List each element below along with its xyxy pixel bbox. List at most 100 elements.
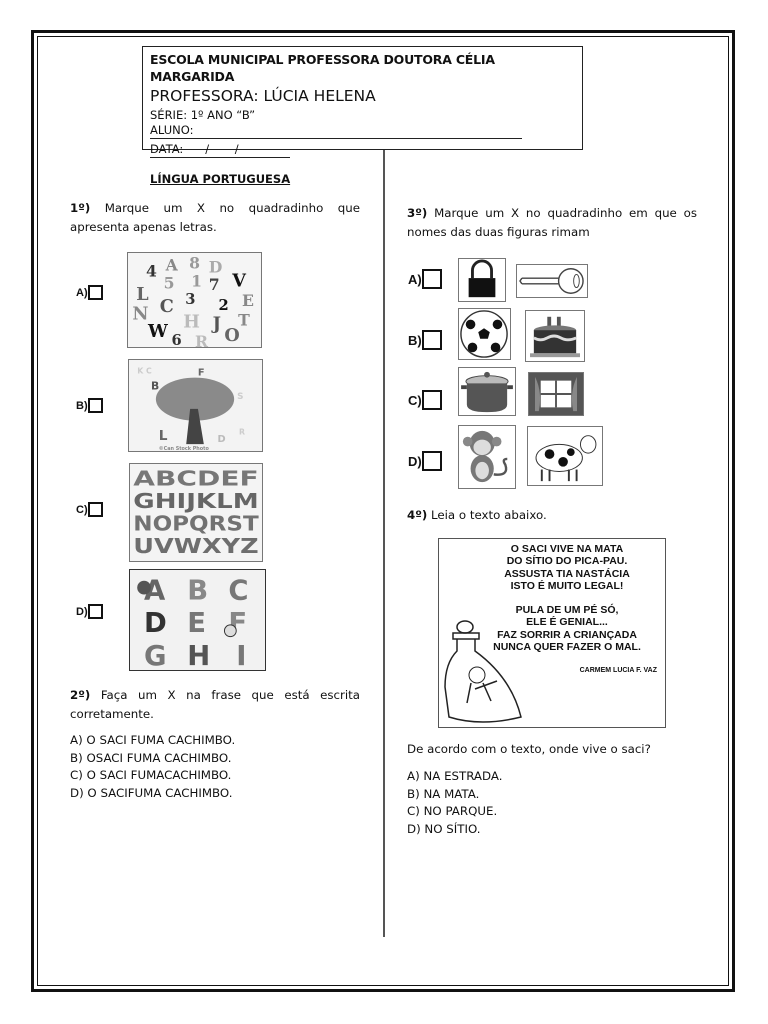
svg-text:NOPQRST: NOPQRST	[133, 512, 258, 536]
checkbox[interactable]	[421, 451, 442, 471]
svg-text:D: D	[218, 434, 226, 445]
option-label: D)	[76, 605, 88, 618]
checkbox[interactable]	[87, 285, 103, 300]
student-name-field[interactable]: ALUNO:	[150, 123, 522, 139]
q1-option-d[interactable]: D)	[76, 604, 103, 619]
option-label: C)	[76, 503, 88, 516]
svg-text:©Can Stock Photo: ©Can Stock Photo	[159, 446, 210, 451]
option-label: D)	[408, 453, 422, 469]
svg-text:F: F	[198, 368, 205, 379]
poem-stanza-1: O SACI VIVE NA MATA DO SÍTIO DO PICA-PAU…	[469, 543, 665, 592]
poem-box: O SACI VIVE NA MATA DO SÍTIO DO PICA-PAU…	[438, 538, 666, 728]
page-border-inner	[37, 36, 729, 986]
svg-text:A: A	[165, 256, 179, 275]
saci-in-bottle-illustration	[444, 620, 522, 723]
svg-text:L: L	[159, 428, 168, 444]
q2-option-d[interactable]: D) O SACIFUMA CACHIMBO.	[70, 785, 233, 800]
date-field[interactable]: DATA: / /	[150, 142, 290, 158]
q4-question: De acordo com o texto, onde vive o saci?	[407, 742, 651, 756]
mixed-letters-numbers-image: 4 A 8 D 5 1 7 V L C 3 2 E N H J T W 6 R …	[127, 252, 262, 348]
checkbox[interactable]	[421, 390, 442, 410]
poem-stanza-2: PULA DE UM PÉ SÓ, ELE É GENIAL... FAZ SO…	[469, 604, 665, 653]
q3-option-b[interactable]: B)	[408, 330, 442, 350]
q2-text-line1: Faça um X na frase que está escrita	[100, 688, 360, 702]
svg-text:5: 5	[164, 273, 175, 292]
svg-text:C: C	[228, 575, 248, 606]
svg-text:S: S	[237, 392, 243, 402]
svg-text:2: 2	[218, 297, 228, 314]
svg-text:UVWXYZ: UVWXYZ	[133, 534, 258, 558]
svg-text:B: B	[151, 379, 159, 392]
option-label: B)	[76, 399, 88, 412]
svg-text:8: 8	[189, 254, 200, 273]
q2-text-line2: corretamente.	[70, 707, 154, 721]
school-name: ESCOLA MUNICIPAL PROFESSORA DOUTORA CÉLI…	[150, 52, 495, 84]
svg-text:E: E	[242, 291, 254, 310]
svg-text:3: 3	[185, 291, 195, 308]
svg-text:N: N	[132, 304, 148, 325]
q3-option-d[interactable]: D)	[408, 451, 442, 471]
svg-text:D: D	[209, 258, 223, 277]
q4-text: Leia o texto abaixo.	[431, 508, 547, 522]
svg-text:ABCDEF: ABCDEF	[133, 467, 258, 491]
q1-option-a[interactable]: A)	[76, 285, 103, 300]
header-box: ESCOLA MUNICIPAL PROFESSORA DOUTORA CÉLI…	[142, 46, 583, 158]
q1-option-c[interactable]: C)	[76, 502, 103, 517]
poem-line: PULA DE UM PÉ SÓ,	[515, 604, 619, 617]
cow-image	[527, 426, 603, 486]
svg-text:6: 6	[171, 332, 181, 347]
checkbox[interactable]	[421, 269, 442, 289]
q2-options: A) O SACI FUMA CACHIMBO. B) OSACI FUMA C…	[70, 732, 235, 802]
q1-option-b[interactable]: B)	[76, 398, 103, 413]
letter-tree-image: B F L D K C S R ©Can Stock Photo	[128, 359, 263, 452]
q3-option-a[interactable]: A)	[408, 269, 442, 289]
poem-line: DO SÍTIO DO PICA-PAU.	[506, 555, 628, 568]
cooking-pot-image	[458, 367, 516, 416]
monkey-image	[458, 425, 516, 489]
poem-line: FAZ SORRIR A CRIANÇADA	[497, 628, 637, 641]
checkbox[interactable]	[87, 502, 103, 517]
poem-author: CARMEM LUCIA F. VAZ	[579, 667, 657, 674]
window-image	[528, 372, 584, 416]
svg-text:7: 7	[209, 275, 220, 294]
q4-number: 4º)	[407, 508, 428, 522]
subject-title: LÍNGUA PORTUGUESA	[150, 172, 291, 186]
svg-text:GHIJKLM: GHIJKLM	[133, 489, 258, 513]
poem-line: O SACI VIVE NA MATA	[510, 543, 624, 555]
checkbox[interactable]	[87, 398, 103, 413]
q4-option-a[interactable]: A) NA ESTRADA.	[407, 769, 503, 783]
q4-option-b[interactable]: B) NA MATA.	[407, 786, 480, 801]
svg-text:E: E	[187, 608, 206, 639]
poem-line: ELE É GENIAL...	[526, 616, 608, 629]
q2-option-a[interactable]: A) O SACI FUMA CACHIMBO.	[70, 733, 236, 747]
svg-text:H: H	[187, 641, 210, 670]
question-2: 2º) Faça um X na frase que está escrita …	[70, 686, 360, 724]
q2-number: 2º)	[70, 688, 91, 702]
checkbox[interactable]	[421, 330, 442, 350]
q2-option-b[interactable]: B) OSACI FUMA CACHIMBO.	[70, 750, 232, 765]
option-label: A)	[408, 271, 422, 287]
poem-text: O SACI VIVE NA MATA DO SÍTIO DO PICA-PAU…	[469, 543, 665, 665]
q3-option-c[interactable]: C)	[408, 390, 442, 410]
q2-option-c[interactable]: C) O SACI FUMACACHIMBO.	[70, 768, 232, 782]
svg-text:K C: K C	[137, 367, 152, 376]
key-image	[516, 264, 588, 298]
question-3: 3º) Marque um X no quadradinho em que os…	[407, 204, 697, 242]
svg-text:B: B	[187, 575, 208, 606]
checkbox[interactable]	[87, 604, 103, 619]
alphabet-image: ABCDEF GHIJKLM NOPQRST UVWXYZ	[129, 463, 263, 562]
grade-label: SÉRIE: 1º ANO “B”	[150, 108, 256, 122]
teacher-name: PROFESSORA: LÚCIA HELENA	[150, 87, 376, 105]
svg-text:1: 1	[191, 271, 202, 290]
option-label: C)	[408, 392, 422, 408]
poem-line: ISTO É MUITO LEGAL!	[510, 579, 624, 592]
question-1: 1º) Marque um X no quadradinho que apres…	[70, 199, 360, 237]
birthday-cake-image	[525, 310, 585, 362]
svg-text:L: L	[136, 284, 148, 305]
q1-text-line2: apresenta apenas letras.	[70, 220, 217, 234]
svg-text:C: C	[160, 296, 174, 317]
page-border-outer	[31, 30, 735, 992]
q1-text-line1: Marque um X no quadradinho que	[104, 201, 361, 215]
q4-option-d[interactable]: D) NO SÍTIO.	[407, 821, 481, 836]
q4-option-c[interactable]: C) NO PARQUE.	[407, 804, 498, 818]
